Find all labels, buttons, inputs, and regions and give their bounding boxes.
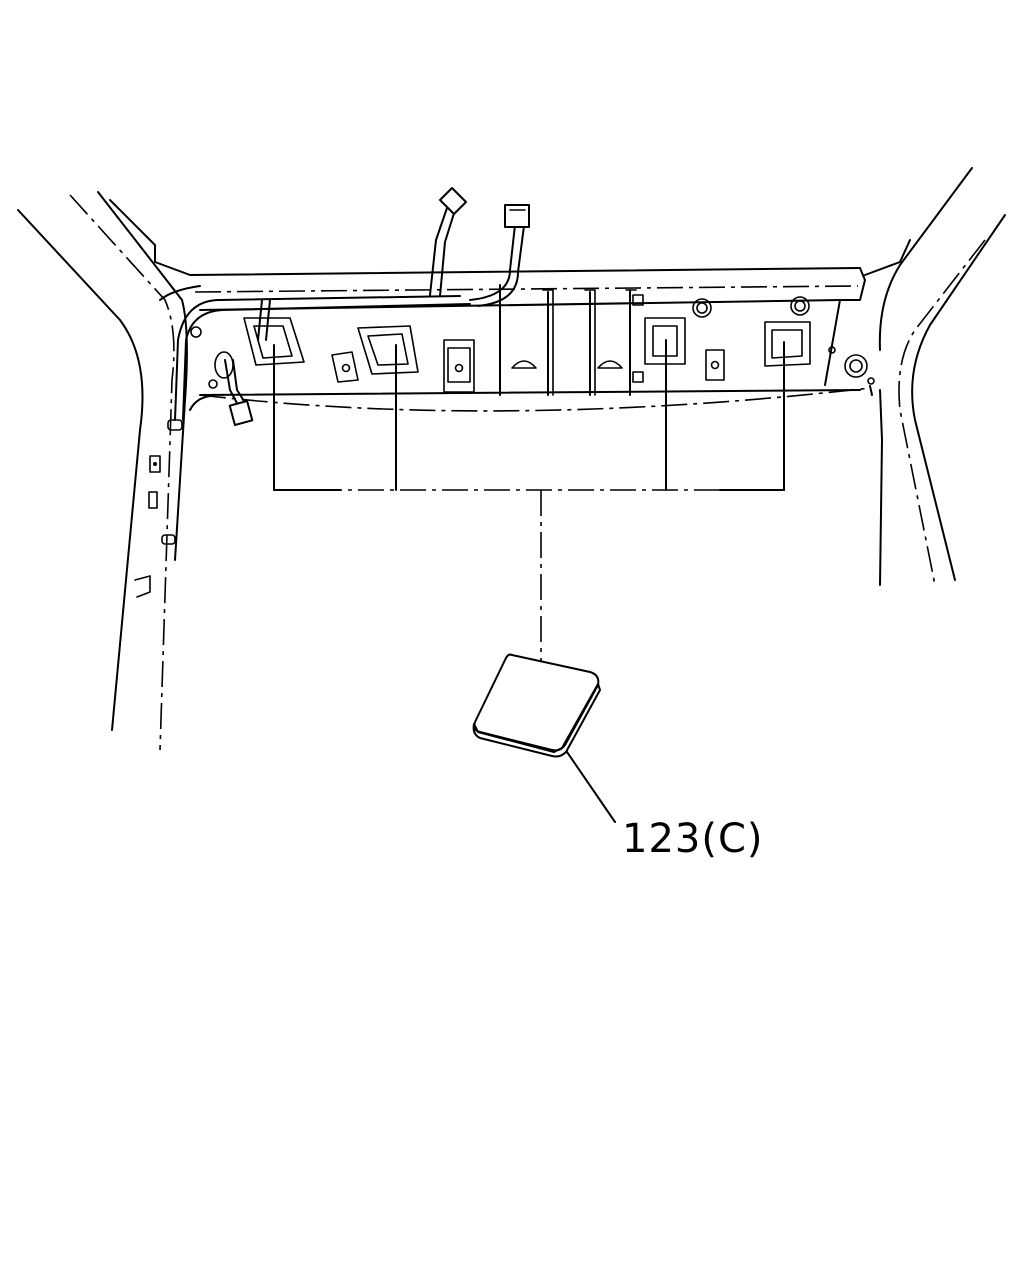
callout-leader — [566, 751, 616, 823]
pad-location-2 — [357, 325, 419, 375]
leader-lines — [273, 339, 785, 690]
roof-header-panel — [159, 267, 873, 412]
connector-top-right — [504, 204, 530, 228]
bracket-1 — [443, 339, 475, 393]
connector-left-lower — [228, 400, 254, 426]
mount-hole-1 — [692, 298, 712, 318]
clip-2 — [705, 349, 725, 381]
connector-top-left — [439, 187, 467, 215]
clip-1 — [331, 351, 359, 383]
mount-hole-3 — [828, 346, 875, 385]
grommet-left — [190, 326, 234, 389]
left-pillar — [17, 191, 191, 751]
wiring-harness — [174, 207, 525, 421]
callout-label: 123(C) — [622, 816, 764, 862]
pad-location-4 — [764, 321, 811, 367]
pad-part-123c — [472, 653, 601, 758]
pad-location-1 — [243, 317, 305, 366]
right-pillar — [864, 167, 1006, 586]
mount-hole-2 — [790, 296, 810, 316]
